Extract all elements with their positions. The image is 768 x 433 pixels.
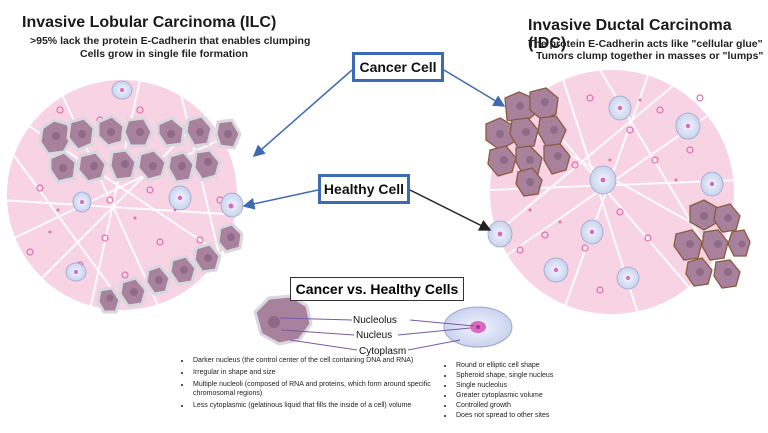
list-item: Multiple nucleoli (composed of RNA and p…: [191, 380, 451, 398]
list-item: Does not spread to other sites: [454, 411, 654, 420]
healthy-cell-callout: Healthy Cell: [318, 174, 410, 204]
comparison-pointer-lines: [279, 317, 475, 351]
list-item: Irregular in shape and size: [191, 368, 451, 377]
idc-subtitle-1: The protein E-Cadherin acts like "cellul…: [528, 38, 763, 50]
comparison-title: Cancer vs. Healthy Cells: [290, 277, 464, 301]
list-item: Less cytoplasmic (gelatinous liquid that…: [191, 401, 451, 410]
idc-subtitle-2: Tumors clump together in masses or "lump…: [536, 50, 764, 62]
idc-title: Invasive Ductal Carcinoma (IDC): [528, 17, 732, 52]
cancer-traits-list: Darker nucleus (the control center of th…: [175, 356, 451, 413]
comparison-cancer-cell: [253, 294, 313, 346]
ilc-title: Invasive Lobular Carcinoma (ILC): [22, 14, 277, 31]
idc-healthy-cells: [487, 95, 724, 290]
list-item: Single nucleolus: [454, 381, 654, 390]
label-nucleolus: Nucleolus: [353, 315, 397, 326]
list-item: Spheroid shape, single nucleus: [454, 371, 654, 380]
healthy-traits-list: Round or elliptic cell shape Spheroid sh…: [438, 361, 654, 421]
label-cytoplasm: Cytoplasm: [359, 346, 407, 357]
list-item: Round or elliptic cell shape: [454, 361, 654, 370]
ilc-tissue-circle: [7, 80, 244, 314]
list-item: Darker nucleus (the control center of th…: [191, 356, 451, 365]
callout-arrows: [242, 69, 506, 231]
idc-tissue-circle: [485, 70, 751, 314]
comparison-healthy-cell: [443, 306, 513, 348]
ilc-healthy-cells: [65, 80, 244, 282]
list-item: Controlled growth: [454, 401, 654, 410]
list-item: Greater cytoplasmic volume: [454, 391, 654, 400]
label-nucleus: Nucleus: [356, 330, 393, 341]
cancer-cell-callout: Cancer Cell: [352, 52, 444, 82]
ilc-subtitle-1: >95% lack the protein E-Cadherin that en…: [30, 35, 311, 47]
ilc-subtitle-2: Cells grow in single file formation: [80, 48, 249, 60]
